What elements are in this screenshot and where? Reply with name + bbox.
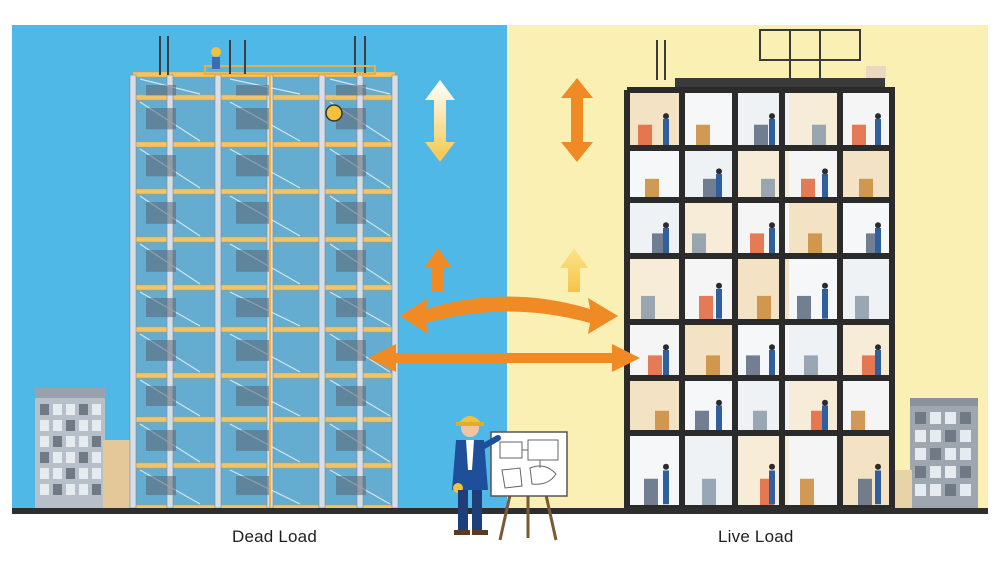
curved-horizontal-arrow <box>400 296 618 334</box>
ground-line <box>12 508 988 514</box>
up-arrow-right <box>560 248 588 292</box>
background-building-right-windows <box>915 412 971 496</box>
engineer-with-blueprint-icon <box>452 416 568 541</box>
load-arrows <box>368 78 640 372</box>
dead-load-building <box>129 36 399 511</box>
vertical-double-arrow-right <box>561 78 593 162</box>
straight-horizontal-arrow <box>368 344 640 372</box>
background-building-left-windows <box>40 404 101 495</box>
live-load-caption: Live Load <box>718 527 794 546</box>
dead-load-caption: Dead Load <box>232 527 317 546</box>
vertical-double-arrow-left <box>425 80 455 162</box>
live-load-building <box>624 29 895 511</box>
up-arrow-left <box>424 248 452 292</box>
